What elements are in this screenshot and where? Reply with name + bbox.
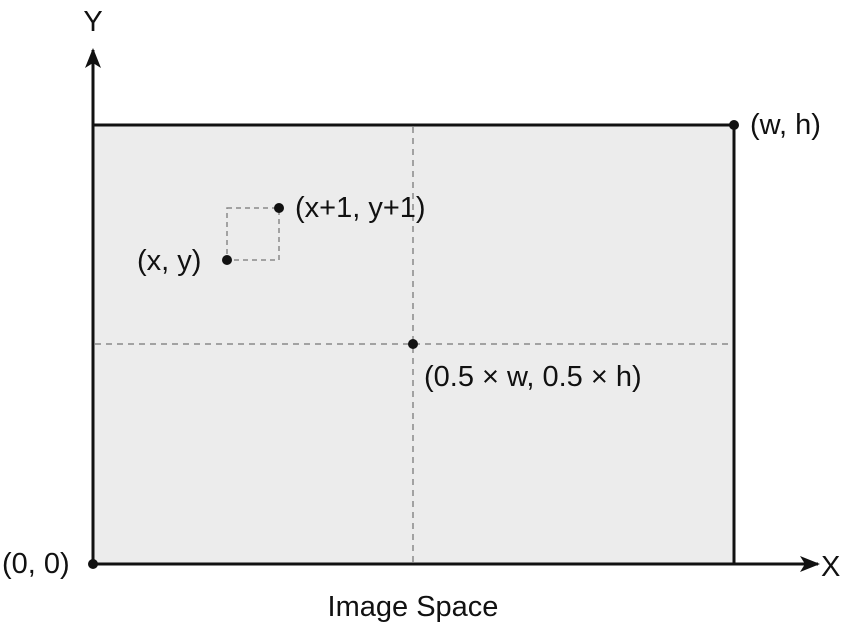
center-point bbox=[408, 339, 418, 349]
pixel-next-label: (x+1, y+1) bbox=[295, 192, 426, 224]
pixel-corner-point bbox=[222, 255, 232, 265]
top-right-label: (w, h) bbox=[750, 109, 821, 141]
pixel-next-point bbox=[274, 203, 284, 213]
y-axis-label: Y bbox=[83, 6, 102, 38]
origin-label: (0, 0) bbox=[2, 548, 70, 580]
x-axis-label: X bbox=[821, 551, 840, 583]
top-right-point bbox=[729, 120, 739, 130]
pixel-corner-label: (x, y) bbox=[137, 245, 201, 277]
diagram-caption: Image Space bbox=[328, 591, 499, 623]
origin-point bbox=[88, 559, 98, 569]
pixel-square bbox=[226, 207, 280, 261]
center-label: (0.5 × w, 0.5 × h) bbox=[424, 361, 642, 393]
